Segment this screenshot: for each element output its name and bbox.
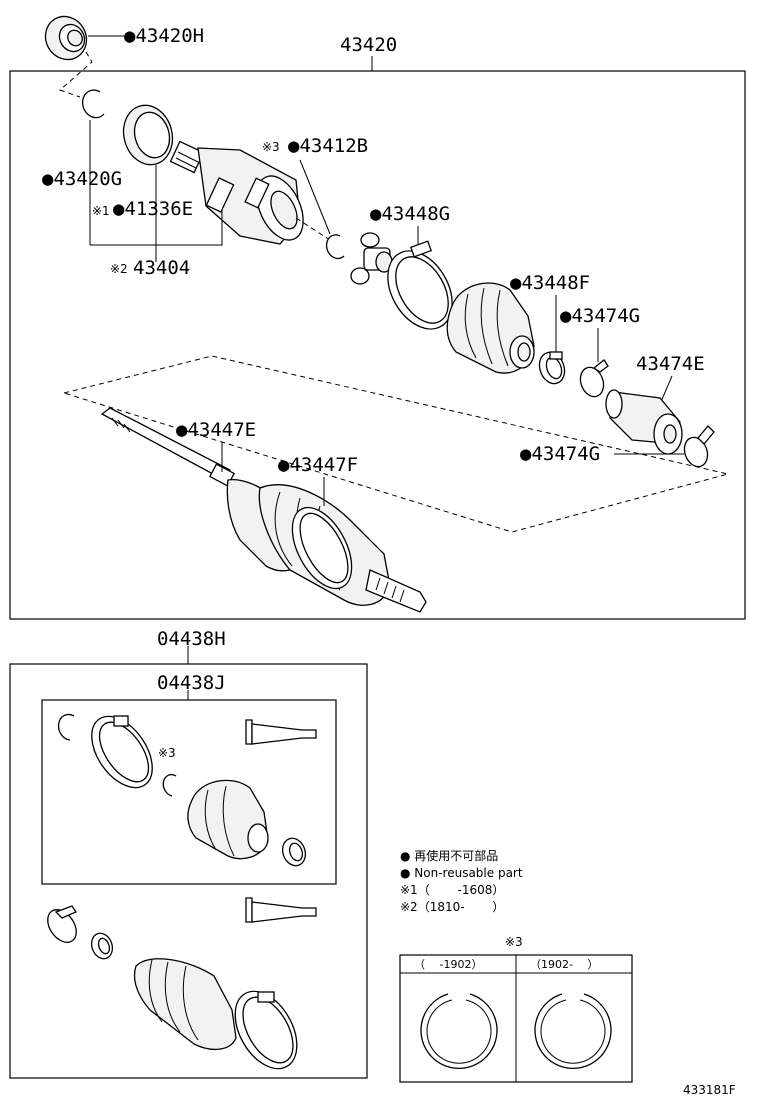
clamp-43448F <box>538 351 566 385</box>
table-col-2: （1902- ） <box>530 958 598 971</box>
bracket-43404 <box>90 210 223 246</box>
kit-tube-2 <box>245 897 317 923</box>
clamp-43447F <box>291 506 353 590</box>
kit-snap-ring-2 <box>162 773 177 797</box>
label-43447E: ●43447E <box>176 419 256 441</box>
mark-41336E: ※1 <box>92 204 110 218</box>
dash-housing <box>295 217 331 241</box>
dash-43420H <box>59 51 93 98</box>
boot-inboard <box>446 282 535 374</box>
kit-mark: ※3 <box>158 746 176 760</box>
leader-43474E <box>659 375 673 405</box>
kit-clamp-small-1 <box>281 837 307 867</box>
snap-ring-43412B <box>325 234 345 260</box>
joint-housing-43404 <box>169 140 304 245</box>
kit-box-04438H <box>9 663 368 1079</box>
clamp-43448G <box>387 240 453 330</box>
label-43412B: ●43412B <box>288 135 368 157</box>
label-43474G-a: ●43474G <box>560 305 640 327</box>
table-col-1: （ -1902） <box>414 958 482 971</box>
legend-line-4: ※2（1810- ） <box>400 900 504 914</box>
assembly-box-43420 <box>9 70 746 620</box>
drive-shaft <box>100 407 427 613</box>
label-43474E: 43474E <box>636 353 705 375</box>
label-41336E: ●41336E <box>113 198 193 220</box>
kit-clamp-large-2 <box>47 905 77 943</box>
kit-boot-inboard <box>187 779 269 860</box>
kit-clamp-large-3 <box>234 990 298 1070</box>
label-43420G: ●43420G <box>42 168 122 190</box>
label-43474G-b: ●43474G <box>520 443 600 465</box>
kit-snap-ring-1 <box>57 713 75 741</box>
label-04438J: 04438J <box>157 672 226 694</box>
kit-clamp-small-2 <box>90 932 114 960</box>
ring-41336E <box>122 104 174 166</box>
snap-ring-old <box>420 993 498 1069</box>
label-04438H: 04438H <box>157 628 226 650</box>
mark-43412B: ※3 <box>262 140 280 154</box>
legend-line-3: ※1（ -1608） <box>400 883 504 897</box>
tripod <box>350 232 393 285</box>
seal-43420H <box>44 15 88 61</box>
label-43420H: ●43420H <box>124 25 204 47</box>
label-43447F: ●43447F <box>278 454 358 476</box>
dash-shaft-region <box>62 355 729 533</box>
leader-43412B <box>299 159 331 235</box>
mark-43404: ※2 <box>110 262 128 276</box>
label-43404: 43404 <box>133 257 190 279</box>
damper-43474E <box>605 389 683 455</box>
kit-clamp-large-1 <box>91 715 153 789</box>
label-43420: 43420 <box>340 34 397 56</box>
clip-43474G-b <box>683 425 715 468</box>
snap-ring-new <box>534 993 612 1069</box>
legend-line-1: ● 再使用不可部品 <box>400 848 498 863</box>
label-43448F: ●43448F <box>510 272 590 294</box>
kit-tube-1 <box>245 719 317 745</box>
legend-line-2: ● Non-reusable part <box>400 866 523 880</box>
kit-boot-outboard <box>133 958 237 1050</box>
diagram-ref: 433181F <box>683 1083 736 1097</box>
clip-43474G-a <box>579 359 609 398</box>
label-43448G: ●43448G <box>370 203 450 225</box>
kit-box-04438J <box>41 699 337 885</box>
table-title: ※3 <box>505 935 523 949</box>
snap-ring-43420G <box>81 89 105 119</box>
